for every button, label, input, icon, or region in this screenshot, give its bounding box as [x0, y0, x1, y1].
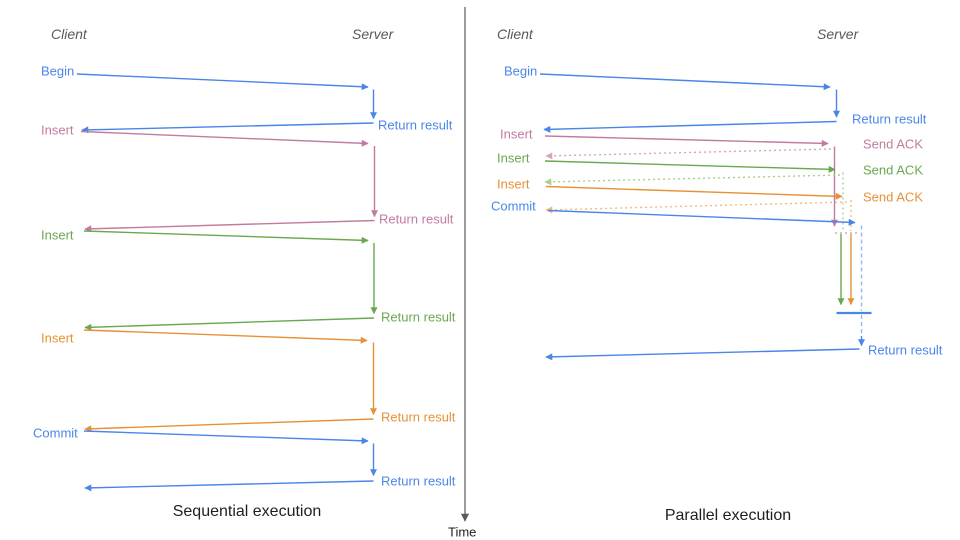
par-insert3-ack-label: Send ACK — [863, 189, 923, 205]
par-insert1-ack-label: Send ACK — [863, 136, 923, 152]
right-client-header: Client — [497, 26, 533, 42]
right-panel-title: Parallel execution — [664, 507, 792, 524]
seq-commit-label: Commit — [33, 425, 78, 441]
seq-insert2-result-label: Return result — [381, 309, 456, 325]
par-insert2-ack-label: Send ACK — [863, 162, 923, 178]
par-insert2-flow — [544, 160, 845, 306]
seq-insert1-label: Insert — [41, 122, 74, 138]
par-commit-label: Commit — [491, 198, 536, 214]
seq-commit-flow — [83, 430, 377, 492]
seq-commit-result-label: Return result — [381, 473, 456, 489]
left-panel-title: Sequential execution — [172, 503, 322, 520]
seq-insert3-flow — [83, 329, 377, 433]
par-insert1-label: Insert — [500, 126, 533, 142]
seq-insert3-label: Insert — [41, 330, 74, 346]
right-server-header: Server — [817, 26, 859, 42]
seq-insert2-flow — [83, 230, 378, 331]
seq-begin-result-label: Return result — [378, 117, 453, 133]
par-insert1-flow — [544, 135, 859, 234]
par-commit-flow — [545, 209, 872, 361]
par-begin-label: Begin — [504, 63, 538, 79]
par-insert3-flow — [545, 185, 855, 306]
seq-insert1-flow — [80, 130, 378, 233]
par-commit-result-label: Return result — [868, 342, 943, 358]
left-client-header: Client — [51, 26, 87, 42]
seq-insert3-result-label: Return result — [381, 409, 456, 425]
seq-begin-flow — [76, 73, 377, 134]
par-begin-flow — [539, 73, 840, 133]
par-insert3-label: Insert — [497, 176, 530, 192]
seq-insert2-label: Insert — [41, 227, 74, 243]
time-axis-label: Time — [448, 524, 477, 540]
par-begin-result-label: Return result — [852, 111, 927, 127]
seq-insert1-result-label: Return result — [379, 211, 454, 227]
seq-begin-label: Begin — [41, 63, 75, 79]
par-insert2-label: Insert — [497, 150, 530, 166]
left-server-header: Server — [352, 26, 394, 42]
